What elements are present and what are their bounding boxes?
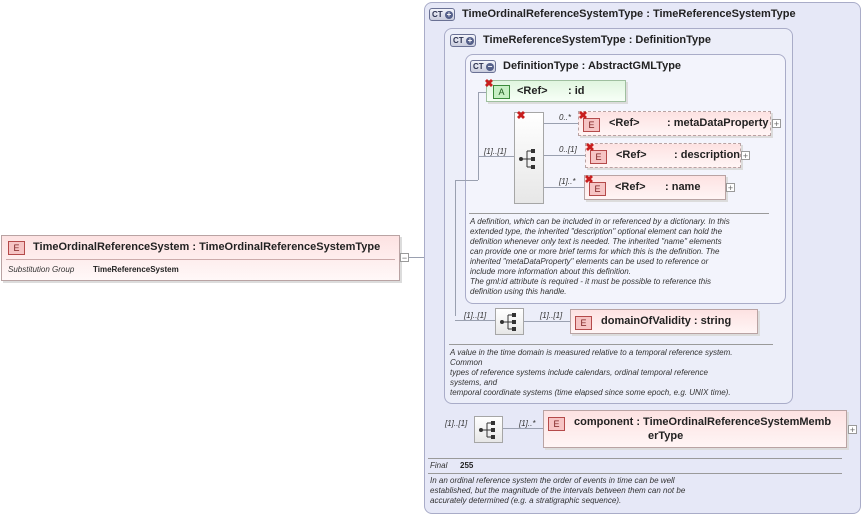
connector bbox=[478, 92, 486, 93]
expand-component-toggle[interactable]: + bbox=[848, 425, 857, 435]
middle-type-title: TimeReferenceSystemType : DefinitionType bbox=[483, 34, 712, 46]
element-metadataproperty[interactable]: E <Ref> : metaDataProperty bbox=[578, 111, 771, 136]
element-name-label: : description bbox=[674, 149, 741, 161]
element-name[interactable]: E <Ref> : name bbox=[584, 175, 726, 200]
element-badge-icon: E bbox=[8, 241, 25, 255]
element-ref-label: <Ref> bbox=[609, 117, 640, 129]
root-element-timeordinalreferencesystem[interactable]: E TimeOrdinalReferenceSystem : TimeOrdin… bbox=[1, 235, 400, 281]
connector bbox=[544, 187, 584, 188]
element-name-label: domainOfValidity : string bbox=[601, 315, 732, 327]
element-ref-label: <Ref> bbox=[615, 181, 646, 193]
connector bbox=[455, 180, 478, 181]
sequence-icon bbox=[519, 149, 535, 169]
element-badge-icon: E bbox=[583, 118, 600, 132]
root-element-label: TimeOrdinalReferenceSystem : TimeOrdinal… bbox=[33, 241, 381, 253]
substitution-group-value: TimeReferenceSystem bbox=[93, 265, 179, 274]
metadataproperty-cardinality: 0..* bbox=[559, 113, 572, 122]
removed-marker-icon: ✖ bbox=[585, 142, 595, 154]
element-name-label: : name bbox=[665, 181, 701, 193]
complex-type-badge-icon: CT+ bbox=[450, 34, 476, 47]
attribute-name-label: : id bbox=[568, 85, 585, 97]
element-badge-icon: E bbox=[589, 182, 606, 196]
connector bbox=[455, 180, 456, 316]
connector bbox=[478, 92, 479, 180]
inner-sequence-cardinality: [1]..[1] bbox=[484, 147, 507, 156]
removed-marker-icon: ✖ bbox=[516, 110, 526, 122]
element-name-label: component : TimeOrdinalReferenceSystemMe… bbox=[574, 416, 832, 428]
connector bbox=[409, 257, 433, 258]
expand-plus-icon: + bbox=[445, 10, 453, 19]
name-cardinality: [1]..* bbox=[559, 177, 576, 186]
component-sequence-cardinality: [1]..[1] bbox=[445, 419, 468, 428]
element-description[interactable]: E <Ref> : description bbox=[585, 143, 741, 168]
element-name-label-continued: erType bbox=[648, 430, 684, 442]
expand-name-toggle[interactable]: + bbox=[726, 183, 735, 193]
connector bbox=[544, 123, 578, 124]
attribute-badge-icon: A bbox=[493, 85, 510, 99]
element-ref-label: <Ref> bbox=[616, 149, 647, 161]
expand-plus-icon: + bbox=[466, 36, 474, 45]
outer-type-title: TimeOrdinalReferenceSystemType : TimeRef… bbox=[462, 8, 796, 20]
connector bbox=[503, 428, 543, 429]
removed-marker-icon: ✖ bbox=[584, 174, 594, 186]
complex-type-badge-icon: CT− bbox=[470, 60, 496, 73]
element-name-label: : metaDataProperty bbox=[667, 117, 769, 129]
inner-type-description: A definition, which can be included in o… bbox=[470, 217, 730, 296]
final-value: 255 bbox=[460, 461, 474, 470]
element-domainofvalidity[interactable]: E domainOfValidity : string bbox=[570, 309, 758, 334]
expand-metadataproperty-toggle[interactable]: + bbox=[772, 119, 781, 129]
component-element-cardinality: [1]..* bbox=[519, 419, 536, 428]
component-sequence-compositor[interactable] bbox=[474, 416, 503, 443]
collapse-root-toggle[interactable]: − bbox=[400, 253, 409, 263]
sequence-icon bbox=[479, 421, 495, 439]
domain-sequence-compositor[interactable] bbox=[495, 308, 524, 335]
connector bbox=[524, 321, 570, 322]
removed-marker-icon: ✖ bbox=[484, 78, 494, 90]
expand-description-toggle[interactable]: + bbox=[741, 151, 750, 161]
final-label: Final bbox=[430, 461, 448, 470]
connector bbox=[544, 155, 585, 156]
domain-element-cardinality: [1]..[1] bbox=[540, 311, 563, 320]
connector bbox=[455, 320, 495, 321]
sequence-icon bbox=[500, 313, 516, 331]
outer-type-description: In an ordinal reference system the order… bbox=[430, 476, 686, 505]
middle-type-description: A value in the time domain is measured r… bbox=[450, 348, 733, 397]
inner-type-title: DefinitionType : AbstractGMLType bbox=[503, 60, 682, 72]
inner-sequence-compositor[interactable] bbox=[514, 112, 544, 204]
element-badge-icon: E bbox=[590, 150, 607, 164]
complex-type-badge-icon: CT+ bbox=[429, 8, 455, 21]
domain-sequence-cardinality: [1]..[1] bbox=[464, 311, 487, 320]
element-component[interactable]: E component : TimeOrdinalReferenceSystem… bbox=[543, 410, 847, 448]
connector bbox=[478, 156, 514, 157]
collapse-minus-icon: − bbox=[486, 62, 494, 71]
element-badge-icon: E bbox=[575, 316, 592, 330]
description-cardinality: 0..[1] bbox=[559, 145, 577, 154]
element-badge-icon: E bbox=[548, 417, 565, 431]
substitution-group-label: Substitution Group bbox=[8, 265, 75, 274]
attribute-ref-label: <Ref> bbox=[517, 85, 548, 97]
attribute-id[interactable]: A <Ref> : id bbox=[486, 80, 626, 102]
removed-marker-icon: ✖ bbox=[578, 110, 588, 122]
